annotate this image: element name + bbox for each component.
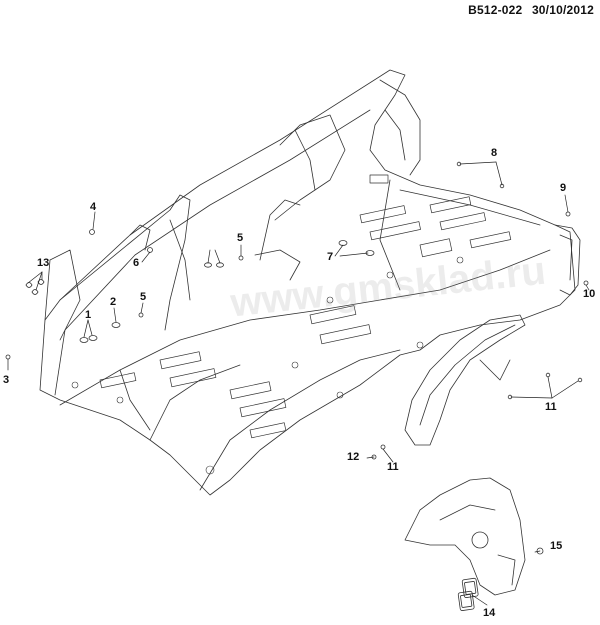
plug-14-group (457, 577, 479, 611)
callout-3[interactable]: 3 (3, 374, 10, 386)
diagram-header: B512-022 30/10/2012 (468, 3, 594, 17)
callout-11-lower[interactable]: 11 (387, 461, 399, 473)
callout-10[interactable]: 10 (583, 288, 596, 300)
callout-12[interactable]: 12 (347, 451, 360, 463)
callout-1[interactable]: 1 (85, 309, 92, 321)
clips-13 (25, 279, 45, 295)
callout-5-center[interactable]: 5 (237, 232, 244, 244)
callout-8[interactable]: 8 (491, 147, 498, 159)
quarter-panel-inset (404, 477, 526, 596)
side-frame (44, 79, 421, 341)
diagram-code: B512-022 (468, 3, 523, 17)
rear-bracket (554, 224, 581, 296)
callout-13[interactable]: 13 (37, 257, 50, 269)
callout-4[interactable]: 4 (90, 201, 97, 213)
callout-11-right[interactable]: 11 (545, 401, 557, 413)
leader-lines (7, 161, 590, 606)
wheelhouse-liner (404, 314, 526, 446)
loose-parts (5, 161, 589, 555)
callout-6[interactable]: 6 (133, 257, 140, 269)
callout-14[interactable]: 14 (483, 607, 496, 619)
callout-5-left[interactable]: 5 (140, 291, 147, 303)
diagram-date: 30/10/2012 (531, 3, 594, 17)
floor-holes (71, 256, 464, 475)
callout-7[interactable]: 7 (327, 251, 334, 263)
callout-9[interactable]: 9 (560, 182, 567, 194)
floor-ribs (99, 174, 512, 439)
callout-2[interactable]: 2 (110, 296, 117, 308)
callout-15[interactable]: 15 (550, 540, 563, 552)
floor-pan-outline (39, 69, 576, 496)
